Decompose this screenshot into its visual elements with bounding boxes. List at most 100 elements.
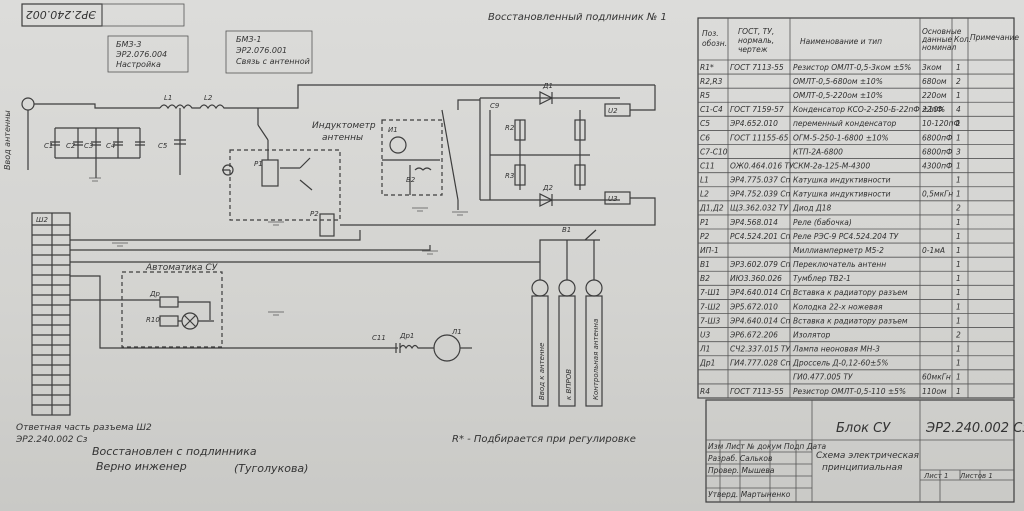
label-U3: U3 bbox=[608, 195, 618, 203]
table-cell-gost: СЧ2.337.015 ТУ bbox=[730, 345, 791, 354]
label-C1: C1 bbox=[44, 142, 53, 150]
label-C4: C4 bbox=[106, 142, 115, 150]
table-cell-qty: 3 bbox=[956, 147, 961, 156]
table-cell-pos: C1-C4 bbox=[700, 105, 723, 114]
tb-row-2: Разраб. Сальков bbox=[708, 454, 772, 463]
table-cell-pos: 7-Ш3 bbox=[700, 316, 720, 325]
note-mating-part-2: ЭР2.240.002 Сз bbox=[15, 435, 88, 445]
table-cell-name: Лампа неоновая МН-3 bbox=[792, 345, 880, 354]
table-cell-qty: 1 bbox=[956, 161, 961, 170]
table-cell-gost: ГОСТ 11155-65 bbox=[730, 133, 789, 142]
label-L1-lamp: Л1 bbox=[451, 328, 462, 336]
ref2-line1: БМЗ-1 bbox=[236, 35, 262, 44]
sheets-label: Листов 1 bbox=[959, 472, 993, 480]
table-cell-pos: L2 bbox=[700, 190, 709, 199]
title-block-grid bbox=[706, 400, 1014, 502]
table-cell-pos: ИП-1 bbox=[700, 246, 719, 255]
label-R3: R3 bbox=[505, 172, 514, 180]
drawing-title: Восстановленный подлинник № 1 bbox=[488, 12, 667, 23]
drawing-number-stamp: ЭР2.240.002 bbox=[26, 8, 97, 21]
table-cell-val: 110ом bbox=[922, 387, 947, 396]
label-C11: C11 bbox=[372, 334, 386, 342]
tb-row-3: Провер. Мышева bbox=[708, 466, 775, 475]
table-cell-val: 0,5мкГн bbox=[922, 190, 953, 199]
table-cell-name: Переключатель антенн bbox=[793, 260, 886, 269]
label-L2: L2 bbox=[204, 94, 213, 102]
hdr-pos-2: обозн. bbox=[702, 39, 727, 48]
label-D2: Д2 bbox=[542, 184, 553, 192]
title-block-border bbox=[705, 399, 1015, 503]
label-L1: L1 bbox=[164, 94, 172, 102]
table-cell-qty: 1 bbox=[956, 345, 961, 354]
label-C2: C2 bbox=[66, 142, 76, 150]
table-cell-name: Тумблер ТВ2-1 bbox=[793, 274, 851, 283]
hdr-note: Примечание bbox=[970, 33, 1019, 42]
table-cell-qty: 1 bbox=[956, 63, 961, 72]
ref-box-2 bbox=[225, 30, 313, 74]
table-cell-qty: 1 bbox=[956, 190, 961, 199]
table-cell-qty: 1 bbox=[956, 359, 961, 368]
table-cell-name: Конденсатор КСО-2-250-Б-22пФ ±10% bbox=[793, 105, 945, 114]
terminal-label-3: Контрольная антенна bbox=[592, 319, 600, 400]
table-cell-gost: ЭР5.672.010 bbox=[729, 302, 778, 311]
table-cell-qty: 1 bbox=[956, 133, 961, 142]
ref1-line2: ЭР2.076.004 bbox=[115, 50, 167, 59]
table-cell-val: 220ом bbox=[922, 91, 947, 100]
table-cell-name: СКМ-2а-125-М-4300 bbox=[793, 161, 870, 170]
table-cell-name: Колодка 22-х ножевая bbox=[793, 302, 883, 311]
note-engineer: Верно инженер bbox=[96, 460, 187, 473]
table-cell-gost: ЭР4.640.014 Сп bbox=[729, 316, 791, 325]
table-cell-val: 10-120пФ bbox=[922, 119, 960, 128]
label-Sh2: Ш2 bbox=[36, 216, 48, 224]
table-cell-name: Изолятор bbox=[793, 330, 830, 339]
table-cell-val: 6800пФ bbox=[922, 147, 953, 156]
table-cell-pos: C5 bbox=[700, 119, 710, 128]
table-cell-name: Реле (бабочка) bbox=[793, 218, 852, 227]
parts-table-header: Поз. обозн. ГОСТ, ТУ, нормаль, чертеж На… bbox=[702, 27, 1019, 54]
ground-symbols bbox=[89, 177, 468, 316]
antenna-side-label: Ввод антенны bbox=[3, 110, 12, 170]
hdr-main-3: номинал bbox=[922, 43, 957, 52]
table-cell-name: Вставка к радиатору разъем bbox=[793, 288, 908, 297]
table-cell-gost: ОЖ0.464.016 ТУ bbox=[730, 161, 794, 170]
table-cell-qty: 1 bbox=[956, 260, 961, 269]
table-cell-qty: 1 bbox=[956, 387, 961, 396]
table-cell-name: ОМЛТ-0,5-680ом ±10% bbox=[793, 77, 883, 86]
table-cell-name: переменный конденсатор bbox=[793, 119, 897, 128]
table-cell-name: Миллиамперметр М5-2 bbox=[793, 246, 884, 255]
table-cell-name: Резистор ОМЛТ-0,5-110 ±5% bbox=[793, 387, 906, 396]
table-cell-qty: 1 bbox=[956, 316, 961, 325]
ref1-line3: Настройка bbox=[116, 60, 161, 69]
table-cell-name: Диод Д18 bbox=[792, 204, 832, 213]
table-cell-gost: РС4.524.201 Сп bbox=[730, 232, 791, 241]
table-cell-pos: C6 bbox=[700, 133, 710, 142]
table-cell-gost: ЭР4.640.014 Сп bbox=[729, 288, 791, 297]
doc-code: ЭР2.240.002 Сз bbox=[925, 421, 1024, 436]
hdr-qty: Кол. bbox=[954, 35, 971, 44]
table-cell-gost: ЭР4.652.010 bbox=[729, 119, 778, 128]
hdr-gost-1: ГОСТ, ТУ, bbox=[738, 27, 774, 36]
label-B1: В1 bbox=[562, 226, 571, 234]
table-cell-pos: B1 bbox=[700, 260, 710, 269]
table-cell-pos: L1 bbox=[700, 176, 709, 185]
table-cell-name: ГИ0.477.005 ТУ bbox=[793, 373, 853, 382]
hdr-main-2: данные bbox=[921, 35, 953, 44]
table-cell-qty: 1 bbox=[956, 373, 961, 382]
table-cell-name: Дроссель Д-0,12-60±5% bbox=[792, 359, 888, 368]
table-cell-name: Катушка индуктивности bbox=[793, 190, 891, 199]
table-cell-pos: R4 bbox=[700, 387, 710, 396]
table-cell-pos: R1* bbox=[700, 63, 714, 72]
table-cell-pos: Д1,Д2 bbox=[699, 204, 724, 213]
table-cell-gost: ЭР6.672.206 bbox=[729, 330, 778, 339]
table-cell-pos: P2 bbox=[700, 232, 710, 241]
label-P2: P2 bbox=[310, 210, 319, 218]
ref2-line3: Связь с антенной bbox=[236, 57, 310, 66]
table-cell-pos: 7-Ш1 bbox=[700, 288, 720, 297]
table-cell-qty: 1 bbox=[956, 246, 961, 255]
table-cell-name: КТП-2А-6800 bbox=[793, 147, 843, 156]
table-cell-val: 22пФ bbox=[922, 105, 943, 114]
component-labels: C1 C2 C3 C4 C5 L1 L2 P1 P2 И1 В2 C9 R2 R… bbox=[36, 82, 618, 342]
label-B2: В2 bbox=[406, 176, 416, 184]
hdr-main-1: Основные bbox=[922, 27, 962, 36]
label-Dr: Др bbox=[149, 290, 160, 298]
